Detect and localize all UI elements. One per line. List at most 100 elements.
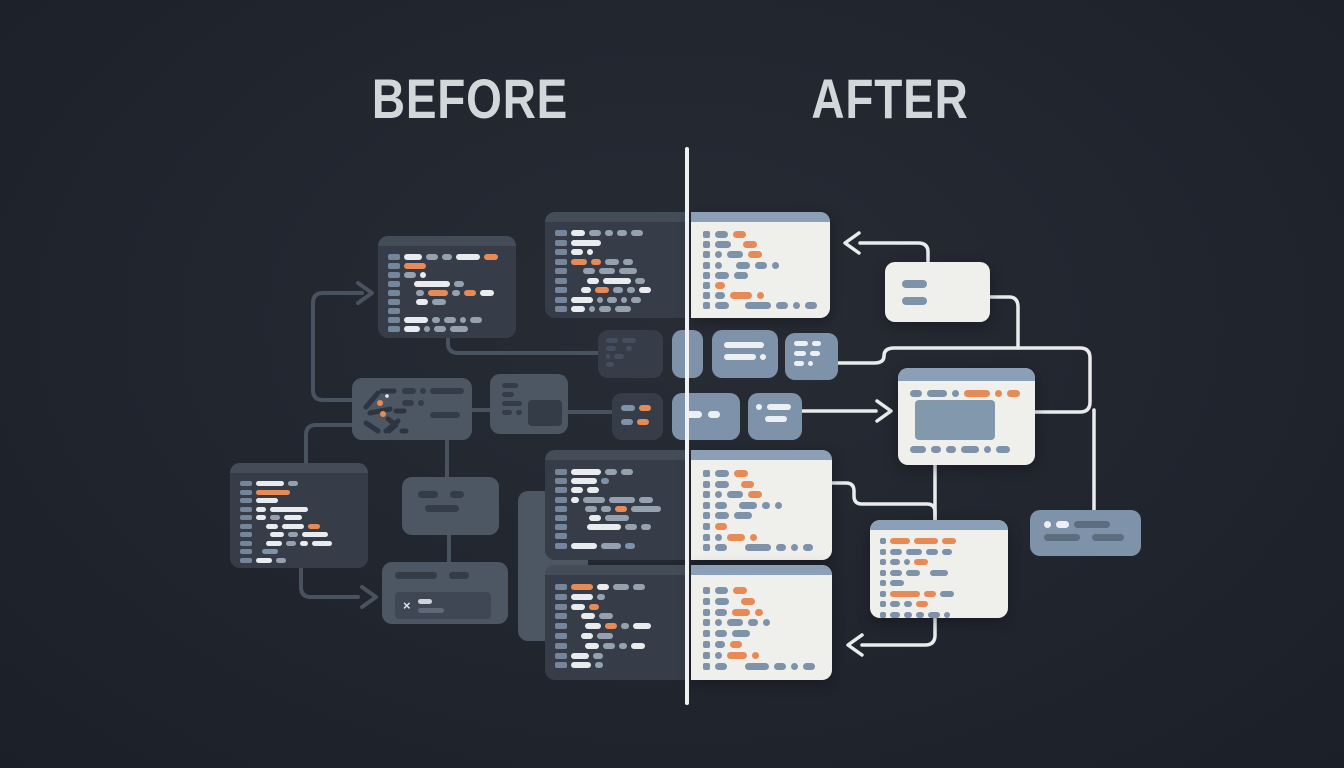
code-lines bbox=[885, 262, 990, 305]
code-chip bbox=[724, 342, 764, 348]
code-line bbox=[240, 532, 368, 537]
code-chip bbox=[256, 481, 284, 486]
code-lines bbox=[598, 330, 663, 367]
code-chip bbox=[449, 572, 469, 579]
indent-spacer bbox=[256, 541, 262, 546]
indent-spacer bbox=[734, 481, 736, 488]
code-chip bbox=[555, 296, 567, 303]
code-chip bbox=[300, 540, 308, 546]
indent-spacer bbox=[418, 505, 420, 512]
code-chip bbox=[732, 630, 750, 638]
code-chip bbox=[703, 271, 710, 279]
indent-spacer bbox=[732, 663, 740, 670]
code-chip bbox=[270, 515, 280, 520]
code-chip bbox=[745, 302, 771, 310]
code-chip bbox=[902, 280, 927, 288]
code-chip bbox=[555, 478, 567, 485]
code-line bbox=[555, 642, 687, 649]
code-dot bbox=[808, 361, 813, 366]
indent-spacer bbox=[404, 281, 410, 287]
error-box: × bbox=[395, 592, 491, 619]
window-titlebar bbox=[898, 368, 1035, 381]
code-chip bbox=[637, 419, 649, 425]
code-chip bbox=[395, 572, 437, 579]
code-chip bbox=[794, 361, 804, 366]
code-line bbox=[880, 538, 1008, 544]
code-chip bbox=[450, 326, 468, 332]
code-chip bbox=[686, 411, 702, 418]
code-line bbox=[555, 533, 687, 540]
code-chip bbox=[607, 296, 617, 303]
code-chip bbox=[555, 662, 567, 669]
code-chip bbox=[456, 254, 480, 260]
code-line bbox=[555, 306, 687, 312]
code-chip bbox=[880, 538, 886, 544]
code-line bbox=[703, 533, 832, 541]
code-line bbox=[555, 603, 687, 610]
code-chip bbox=[581, 613, 595, 620]
code-line bbox=[502, 383, 568, 388]
code-chip bbox=[703, 619, 710, 627]
code-chip bbox=[599, 306, 611, 312]
code-chip bbox=[906, 548, 922, 555]
code-line bbox=[388, 254, 516, 260]
code-chip bbox=[964, 390, 990, 397]
code-chip bbox=[302, 532, 328, 537]
code-chip bbox=[593, 652, 603, 659]
code-line bbox=[388, 263, 516, 269]
code-chip bbox=[404, 272, 416, 278]
code-chip bbox=[724, 354, 756, 360]
code-chip bbox=[583, 268, 595, 274]
code-lines bbox=[1030, 510, 1141, 541]
code-chip bbox=[404, 326, 420, 332]
code-chip bbox=[571, 258, 587, 265]
code-chip bbox=[605, 258, 619, 265]
code-chip bbox=[794, 341, 808, 346]
code-line bbox=[910, 446, 1035, 453]
code-line bbox=[555, 623, 687, 630]
code-line bbox=[880, 611, 1008, 618]
code-chip bbox=[715, 281, 725, 289]
code-line bbox=[555, 662, 687, 669]
code-chip bbox=[266, 540, 282, 546]
code-line bbox=[395, 572, 508, 579]
code-line bbox=[555, 268, 687, 274]
code-line bbox=[703, 587, 832, 594]
indent-spacer bbox=[404, 299, 412, 305]
connector-bus-to-preview bbox=[836, 346, 1092, 414]
code-line bbox=[555, 239, 687, 246]
code-chip bbox=[589, 230, 601, 236]
code-chip bbox=[589, 603, 599, 610]
code-chip bbox=[606, 338, 618, 343]
code-chip bbox=[703, 597, 710, 605]
code-chip bbox=[931, 446, 941, 453]
indent-spacer bbox=[736, 241, 738, 248]
code-lines bbox=[352, 378, 472, 418]
code-dot bbox=[952, 390, 959, 397]
code-chip bbox=[516, 410, 522, 415]
code-chip bbox=[703, 651, 710, 659]
connector-after-code-to-split-bottom bbox=[860, 616, 937, 647]
window-titlebar bbox=[691, 212, 830, 222]
code-chip bbox=[603, 642, 615, 649]
code-chip bbox=[571, 652, 589, 659]
code-line bbox=[902, 297, 990, 305]
after-code-window bbox=[870, 520, 1008, 618]
arrowhead-left-split-top bbox=[843, 231, 861, 255]
code-chip bbox=[727, 651, 747, 659]
code-lines bbox=[748, 393, 802, 422]
code-chip bbox=[621, 469, 633, 475]
code-chip bbox=[555, 306, 567, 312]
code-chip bbox=[621, 405, 635, 411]
code-chip bbox=[599, 268, 615, 274]
code-chip bbox=[555, 652, 567, 659]
window-titlebar bbox=[545, 212, 687, 222]
code-chip bbox=[621, 419, 633, 425]
code-chip bbox=[571, 662, 591, 669]
code-chip bbox=[890, 601, 900, 607]
code-chip bbox=[739, 501, 757, 509]
code-chip bbox=[270, 532, 284, 537]
arrowhead-right-error-card bbox=[360, 585, 378, 609]
code-chip bbox=[703, 587, 710, 594]
